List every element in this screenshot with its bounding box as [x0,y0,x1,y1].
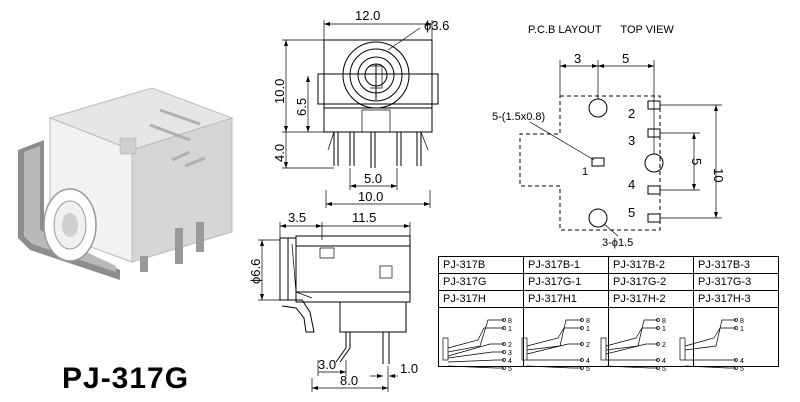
dim-pcb-mid: 5 [689,158,704,165]
dim-height-total: 10.0 [272,79,287,104]
dim-barrel-dia: ϕ6.6 [248,259,263,284]
schematic-row [438,307,779,367]
schematic-cell [523,307,609,367]
model-cell: PJ-317G-1 [523,273,609,291]
schematic-pin-label: 5 [586,366,590,373]
dim-pcb-height: 10 [711,168,726,182]
pcb-pad-label: 5 [628,205,635,220]
dim-pcb-right: 5 [622,51,629,66]
table-row: PJ-317G PJ-317G-1 PJ-317G-2 PJ-317G-3 [438,273,779,291]
model-cell: PJ-317G [438,273,524,291]
schematic-pin-label: 5 [508,366,512,373]
schematic-cell [438,307,524,367]
schematic-cell [693,307,779,367]
pcb-layout-heading: P.C.B LAYOUT TOP VIEW [528,24,690,36]
pcb-layout-drawing: 2 3 4 5 1 10 5 3 5 5-(1.5x0.8) 3-ϕ1 [492,51,726,249]
dim-pin-width: 1.0 [400,361,418,376]
model-cell: PJ-317B-2 [608,256,694,274]
pcb-pad-label: 4 [628,177,635,192]
model-cell: PJ-317B [438,256,524,274]
pcb-pad-label: 3 [628,133,635,148]
pcb-layout-label: P.C.B LAYOUT [528,24,602,36]
dim-pcb-left: 3 [574,51,581,66]
model-cell: PJ-317B-1 [523,256,609,274]
schematic-pin-label: 5 [740,366,744,373]
model-cell: PJ-317H1 [523,290,609,308]
model-cell: PJ-317H-2 [608,290,694,308]
model-cell: PJ-317H-3 [693,290,779,308]
dim-front-depth: 3.5 [288,210,306,225]
side-view-drawing: 3.5 11.5 ϕ6.6 3.0 8.0 1.0 [248,210,418,392]
dim-pcb-hole: 3-ϕ1.5 [602,237,633,249]
model-cell: PJ-317H [438,290,524,308]
model-cell: PJ-317G-3 [693,273,779,291]
dim-top-width: 12.0 [355,8,380,23]
dim-body-length: 11.5 [352,210,376,225]
schematic-cell [608,307,694,367]
pcb-pad-label: 2 [628,106,635,121]
dim-pin-offset: 3.0 [318,357,336,372]
model-table: PJ-317B PJ-317B-1 PJ-317B-2 PJ-317B-3 PJ… [438,256,779,367]
schematic-pin-label: 5 [662,366,666,373]
pcb-pad-one-label: 1 [582,166,588,178]
table-row: PJ-317H PJ-317H1 PJ-317H-2 PJ-317H-3 [438,290,779,308]
dim-height-inner: 6.5 [294,98,309,116]
front-view-drawing: 12.0 ϕ3.6 10.0 6.5 4.0 5.0 10.0 [272,8,449,208]
table-row: PJ-317B PJ-317B-1 PJ-317B-2 PJ-317B-3 [438,256,779,274]
dim-pin-length: 4.0 [272,144,287,162]
model-cell: PJ-317G-2 [608,273,694,291]
part-number-title: PJ-317G [62,362,190,395]
dim-hole-dia: ϕ3.6 [424,18,449,33]
dim-base-width: 10.0 [358,189,383,204]
dim-pcb-pad: 5-(1.5x0.8) [492,111,545,123]
dim-pin-pitch: 5.0 [364,171,382,186]
model-cell: PJ-317B-3 [693,256,779,274]
product-illustration [18,87,234,280]
pcb-view-label: TOP VIEW [620,24,674,36]
dim-side-base: 8.0 [340,373,358,388]
